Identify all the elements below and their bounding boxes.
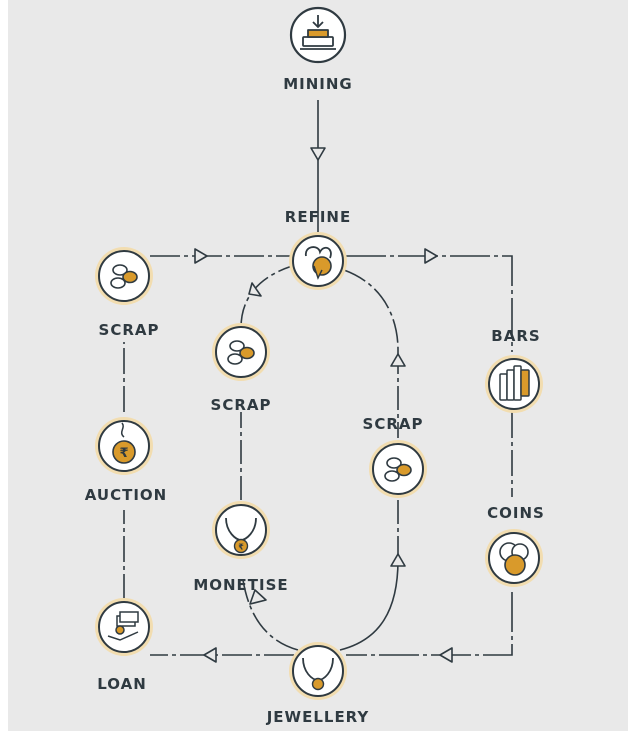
node-scrap-right: SCRAP xyxy=(363,415,427,498)
node-refine: REFINE xyxy=(285,208,351,290)
svg-text:₹: ₹ xyxy=(119,446,128,461)
necklace-icon xyxy=(302,657,334,691)
node-scrap-inner: SCRAP xyxy=(211,323,272,414)
node-scrap-inner-label: SCRAP xyxy=(211,396,272,414)
scrap-pieces-icon xyxy=(110,264,138,289)
arrow-right-scrap-refine xyxy=(194,248,208,264)
node-mining: MINING xyxy=(283,6,353,93)
arrowheads xyxy=(194,147,453,663)
arrow-up-inner-left xyxy=(248,282,262,297)
node-scrap-right-label: SCRAP xyxy=(363,415,424,433)
edge-jewellery-monetise xyxy=(242,579,299,651)
arrow-left-jewellery-loan xyxy=(203,647,217,663)
node-loan: LOAN xyxy=(95,598,153,693)
svg-text:₹: ₹ xyxy=(238,543,244,552)
arrow-up-inner-right-bottom xyxy=(390,553,406,567)
hand-holding-cash-icon xyxy=(107,611,139,641)
node-auction-label: AUCTION xyxy=(85,486,167,504)
node-coins: COINS xyxy=(485,504,545,587)
node-bars: BARS xyxy=(485,327,543,413)
arrow-left-coins-jewellery xyxy=(439,647,453,663)
scrap-pieces-icon xyxy=(384,457,412,482)
node-bars-label: BARS xyxy=(491,327,540,345)
rupee-bag-icon: ₹ xyxy=(112,422,136,464)
necklace-rupee-icon: ₹ xyxy=(225,517,257,554)
node-scrap-left: SCRAP xyxy=(95,247,160,339)
edge-jewellery-scrap-right xyxy=(339,559,399,651)
edge-coins-jewellery xyxy=(346,592,513,656)
edge-refine-scrap-right xyxy=(343,269,399,351)
node-monetise-circle xyxy=(215,504,267,556)
node-loan-circle xyxy=(98,601,150,653)
node-jewellery-label: JEWELLERY xyxy=(266,708,370,726)
edge-refine-bars xyxy=(346,255,513,352)
node-jewellery-circle xyxy=(292,645,344,697)
connectors xyxy=(123,100,513,656)
gold-coins-icon xyxy=(499,542,529,576)
node-coins-label: COINS xyxy=(487,504,545,522)
node-monetise: ₹ MONETISE xyxy=(193,501,288,594)
refine-crucible-icon xyxy=(305,246,332,280)
node-auction: ₹ AUCTION xyxy=(85,417,167,504)
node-loan-label: LOAN xyxy=(97,675,147,693)
arrow-left-monetise xyxy=(249,589,267,605)
gold-bars-icon xyxy=(499,365,530,401)
node-mining-label: MINING xyxy=(283,75,353,93)
arrow-up-inner-right-top xyxy=(390,353,406,367)
node-monetise-label: MONETISE xyxy=(193,576,288,594)
scrap-pieces-icon xyxy=(227,340,255,365)
arrow-right-refine-bars xyxy=(424,248,438,264)
node-refine-label: REFINE xyxy=(285,208,351,226)
arrow-down-mining xyxy=(310,147,326,161)
mining-machine-icon xyxy=(300,15,336,50)
node-scrap-left-label: SCRAP xyxy=(99,321,160,339)
node-jewellery: JEWELLERY xyxy=(266,642,370,726)
edge-scrap-inner-refine xyxy=(240,265,293,329)
